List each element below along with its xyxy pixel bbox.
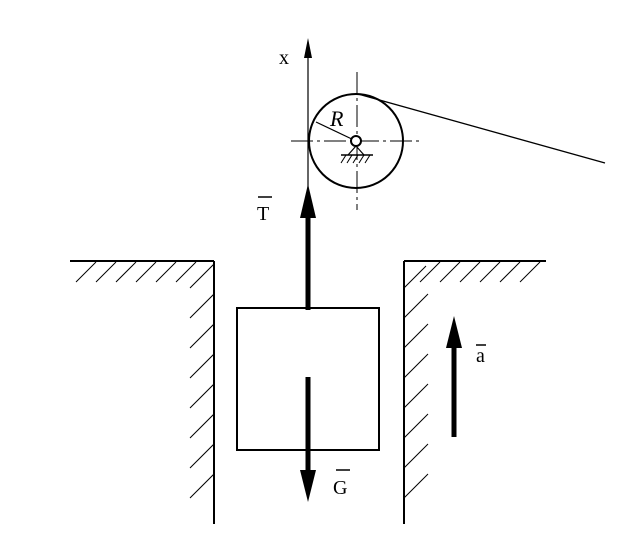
rope-segment <box>357 93 606 164</box>
tension-label: T <box>257 203 269 225</box>
radius-line <box>315 121 357 142</box>
weight-label: G <box>333 477 347 499</box>
acceleration-label: a <box>476 345 485 367</box>
acceleration-arrow <box>446 316 462 437</box>
radius-label: R <box>329 106 344 131</box>
weight-force-arrow <box>300 377 316 502</box>
x-axis: x <box>279 38 312 198</box>
pulley: R <box>291 72 420 210</box>
ground-right <box>403 260 546 524</box>
x-axis-arrowhead <box>304 38 312 58</box>
ground-left <box>70 260 215 524</box>
pulley-bearing-support <box>340 135 373 164</box>
tension-force-arrow <box>300 184 316 310</box>
x-axis-label: x <box>279 47 289 69</box>
